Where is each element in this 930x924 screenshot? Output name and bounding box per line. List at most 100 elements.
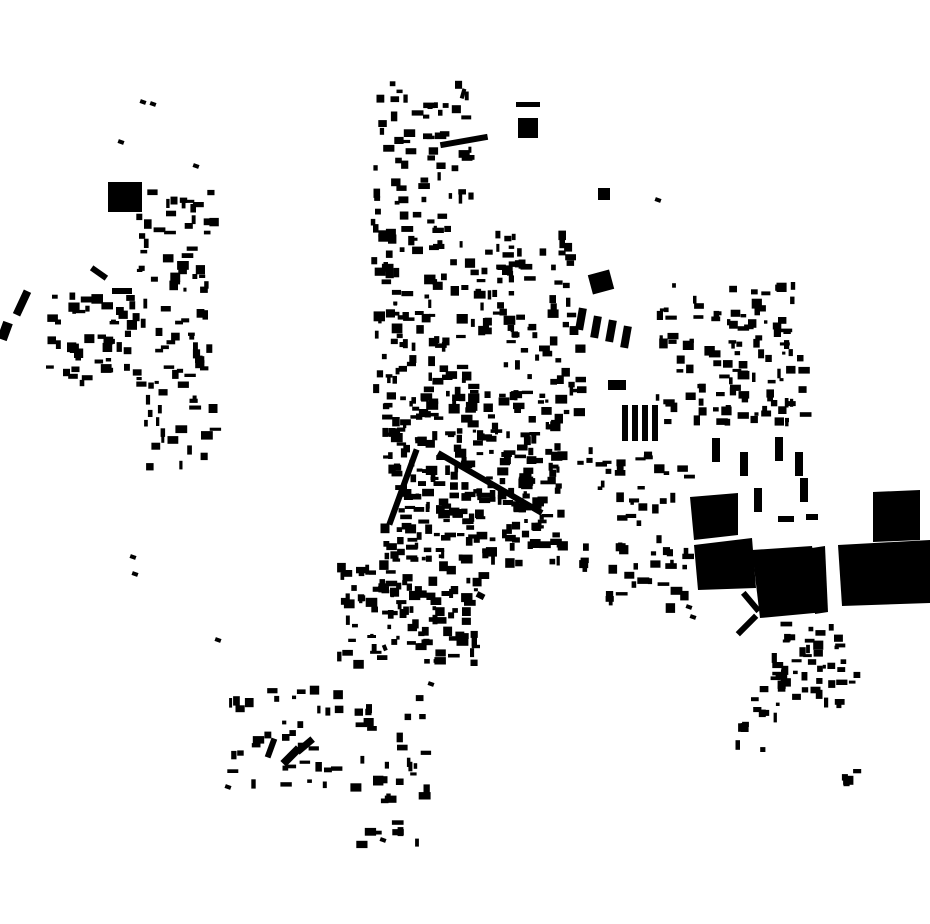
building [572, 388, 582, 393]
building [373, 384, 380, 394]
building [147, 409, 153, 417]
building [506, 340, 516, 344]
building [561, 367, 570, 377]
building [535, 354, 540, 361]
building [402, 139, 411, 144]
building [475, 509, 484, 518]
building [465, 537, 473, 546]
building [837, 667, 846, 672]
building [422, 469, 429, 473]
building [403, 423, 407, 429]
building [421, 556, 426, 561]
building [523, 436, 531, 446]
building [390, 551, 399, 559]
building [505, 534, 516, 542]
building [161, 435, 165, 443]
building [564, 242, 573, 252]
building [502, 529, 507, 539]
building [160, 345, 169, 350]
building [740, 590, 762, 614]
building [464, 491, 476, 498]
building [737, 326, 750, 331]
building [511, 521, 521, 530]
building [676, 355, 685, 364]
building [740, 452, 748, 476]
building [788, 349, 793, 357]
building [423, 638, 430, 643]
building [308, 746, 319, 751]
building [689, 614, 697, 620]
building [175, 280, 181, 285]
building [448, 193, 453, 199]
building [527, 374, 532, 380]
building [365, 597, 378, 607]
building [729, 387, 737, 396]
building [754, 306, 760, 316]
building [636, 520, 642, 526]
building [654, 464, 665, 474]
building [458, 150, 470, 158]
building [150, 276, 158, 282]
building [143, 298, 148, 309]
building [516, 102, 540, 107]
building [112, 288, 132, 294]
building [495, 427, 498, 435]
building [605, 319, 617, 343]
building [67, 342, 77, 353]
building [800, 478, 808, 502]
building [452, 399, 457, 408]
building [348, 638, 356, 642]
building [497, 302, 504, 309]
building [597, 486, 603, 490]
building [473, 489, 480, 494]
building [214, 637, 222, 643]
building [523, 491, 527, 498]
building [477, 430, 484, 441]
building [511, 501, 520, 507]
building [155, 327, 163, 336]
building [753, 707, 762, 713]
building [388, 610, 398, 616]
building [630, 500, 634, 505]
building [762, 405, 768, 413]
building [435, 548, 445, 552]
building [807, 659, 817, 665]
building [663, 471, 670, 475]
building [392, 375, 397, 384]
building [373, 188, 381, 198]
building [385, 309, 395, 318]
building [360, 595, 366, 602]
building [545, 399, 549, 403]
building [506, 524, 512, 534]
building [414, 437, 420, 441]
building [423, 547, 432, 553]
building [629, 498, 640, 503]
building [80, 296, 93, 303]
building [608, 380, 626, 390]
building [789, 634, 796, 641]
building [144, 419, 148, 427]
building [775, 437, 783, 461]
building [616, 492, 624, 503]
building [340, 597, 348, 605]
building [764, 320, 768, 324]
building [473, 537, 480, 543]
building [502, 252, 514, 258]
building [47, 314, 58, 322]
building [406, 361, 416, 367]
building [421, 196, 427, 203]
building [397, 427, 406, 432]
building [659, 335, 663, 342]
building [662, 547, 670, 556]
building [403, 606, 409, 615]
building [189, 334, 195, 340]
building [406, 583, 412, 591]
building [423, 114, 430, 119]
building [766, 389, 774, 398]
building [735, 613, 759, 637]
building [503, 362, 509, 368]
building [527, 541, 533, 549]
building [450, 259, 457, 266]
building [445, 431, 456, 436]
building [452, 608, 458, 613]
